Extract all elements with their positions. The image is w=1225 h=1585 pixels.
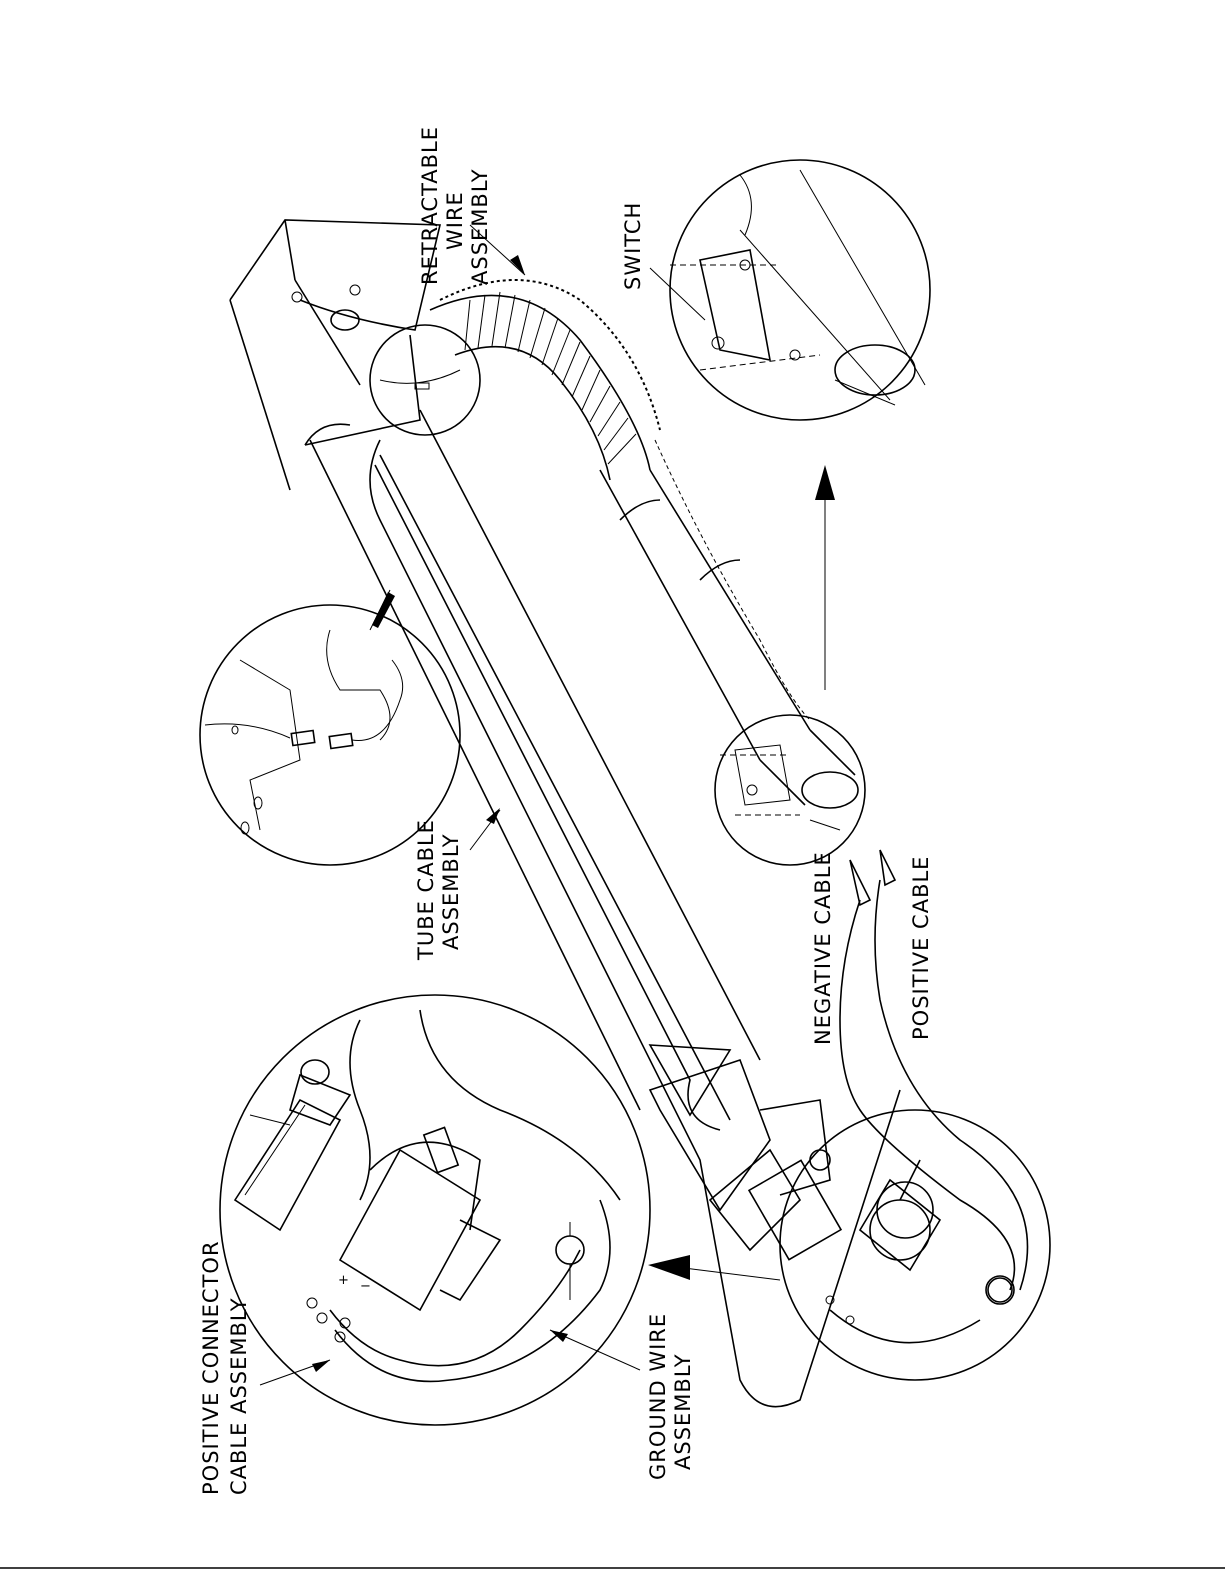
label-ground-wire: GROUND WIRE ASSEMBLY [646, 1313, 695, 1480]
label-positive-connector-line2: CABLE ASSEMBLY [227, 1297, 251, 1495]
label-positive-connector: POSITIVE CONNECTOR CABLE ASSEMBLY [199, 1240, 251, 1495]
label-negative-cable: NEGATIVE CABLE [811, 851, 835, 1045]
flex-spout [430, 292, 858, 808]
detail-circle-motor-large [220, 995, 650, 1425]
label-tube-cable-line1: TUBE CABLE [414, 819, 438, 961]
minus-mark: − [360, 1279, 371, 1294]
battery-cables [840, 850, 1028, 1290]
main-tube [305, 410, 760, 1130]
label-positive-cable: POSITIVE CABLE [909, 856, 933, 1040]
label-retractable-line2: WIRE [443, 191, 467, 250]
label-tube-cable-line2: ASSEMBLY [439, 833, 463, 950]
label-ground-wire-line1: GROUND WIRE [646, 1313, 670, 1480]
label-retractable-line1: RETRACTABLE [418, 126, 442, 285]
label-ground-wire-line2: ASSEMBLY [671, 1353, 695, 1470]
label-positive-connector-line1: POSITIVE CONNECTOR [199, 1240, 223, 1495]
label-switch: SWITCH [621, 202, 645, 290]
detail-circle-switch-large [670, 160, 930, 420]
hopper-box [230, 220, 440, 490]
label-tube-cable: TUBE CABLE ASSEMBLY [414, 819, 463, 961]
label-retractable-line3: ASSEMBLY [468, 168, 492, 285]
label-retractable: RETRACTABLE WIRE ASSEMBLY [418, 126, 492, 285]
plus-mark: + [338, 1273, 349, 1288]
